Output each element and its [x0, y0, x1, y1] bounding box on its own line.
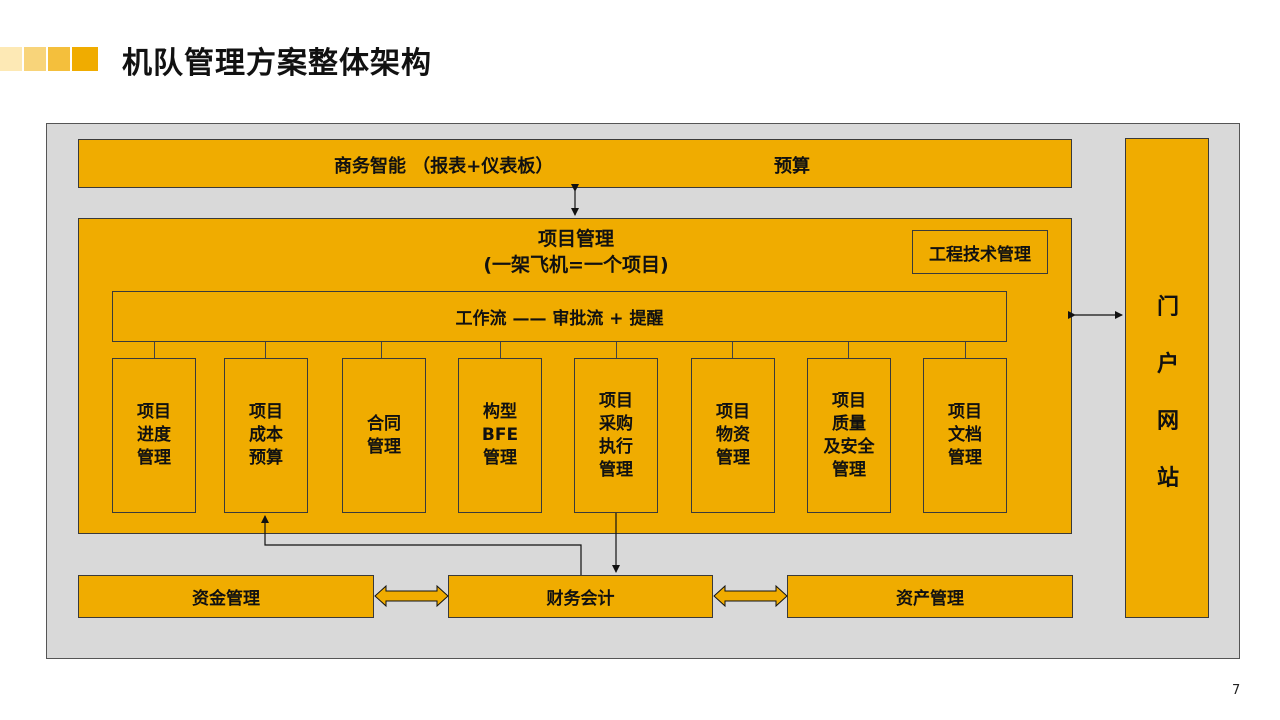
workflow-connector — [732, 342, 733, 358]
asset-management-label: 资产管理 — [896, 589, 964, 609]
financial-accounting-box: 财务会计 — [448, 575, 713, 618]
engineering-management-label: 工程技术管理 — [929, 244, 1031, 265]
title-accent-block-3 — [48, 47, 70, 71]
workflow-bar: 工作流 —— 审批流 + 提醒 — [112, 291, 1007, 342]
workflow-label: 工作流 —— 审批流 + 提醒 — [455, 309, 664, 329]
engineering-management-box: 工程技术管理 — [912, 230, 1048, 274]
workflow-connector — [848, 342, 849, 358]
page-title: 机队管理方案整体架构 — [122, 46, 432, 81]
workflow-connector — [381, 342, 382, 358]
bi-label: 商务智能 （报表+仪表板） — [334, 156, 554, 177]
title-accent-block-2 — [24, 47, 46, 71]
financial-accounting-label: 财务会计 — [546, 589, 615, 609]
bi-bar: 商务智能 （报表+仪表板） 预算 — [78, 139, 1072, 188]
workflow-connector — [965, 342, 966, 358]
module-quality-safety: 项目 质量 及安全 管理 — [807, 358, 891, 513]
portal-char: 网 — [1156, 409, 1179, 434]
portal-label: 门 户 网 站 — [1126, 279, 1210, 507]
asset-management-box: 资产管理 — [787, 575, 1073, 618]
workflow-connector — [500, 342, 501, 358]
funds-management-label: 资金管理 — [192, 589, 260, 609]
project-management-title-line1: 项目管理 — [537, 228, 614, 250]
project-management-title: 项目管理 (一架飞机=一个项目) — [79, 226, 1073, 278]
workflow-connector — [616, 342, 617, 358]
title-accent-block-4 — [72, 47, 98, 71]
module-documents: 项目 文档 管理 — [923, 358, 1007, 513]
funds-management-box: 资金管理 — [78, 575, 374, 618]
portal-box: 门 户 网 站 — [1125, 138, 1209, 618]
module-project-cost-budget: 项目 成本 预算 — [224, 358, 308, 513]
portal-char: 户 — [1156, 352, 1179, 377]
module-project-schedule: 项目 进度 管理 — [112, 358, 196, 513]
module-contract: 合同 管理 — [342, 358, 426, 513]
workflow-connector — [154, 342, 155, 358]
project-management-title-line2: (一架飞机=一个项目) — [483, 254, 669, 276]
module-configuration-bfe: 构型 BFE 管理 — [458, 358, 542, 513]
portal-char: 站 — [1156, 466, 1179, 491]
title-accent-block-1 — [0, 47, 22, 71]
module-materials: 项目 物资 管理 — [691, 358, 775, 513]
page-number: 7 — [1232, 683, 1241, 698]
module-procurement-execution: 项目 采购 执行 管理 — [574, 358, 658, 513]
workflow-connector — [265, 342, 266, 358]
budget-label: 预算 — [774, 156, 810, 177]
portal-char: 门 — [1156, 295, 1179, 320]
